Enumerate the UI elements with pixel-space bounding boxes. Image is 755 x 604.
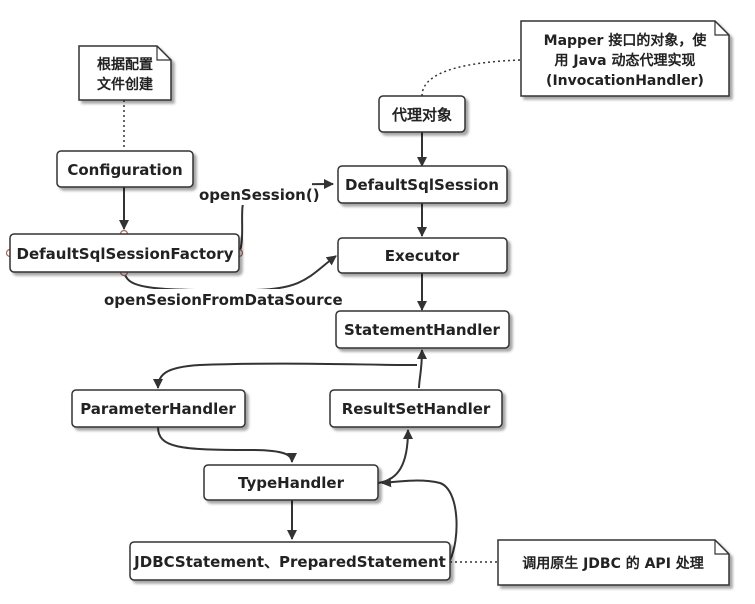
edge-parameter-to-type [157,426,297,463]
note-config-line-2: 文件创建 [97,76,153,93]
node-configuration[interactable]: Configuration [56,150,194,188]
open-session-label: openSession() [199,186,320,204]
node-type-handler[interactable]: TypeHandler [203,464,379,501]
note-jdbc-label: 调用原生 JDBC 的 API 处理 [522,555,704,572]
node-proxy-label: 代理对象 [391,106,452,124]
node-statement-label: StatementHandler [344,321,500,339]
open-from-ds-label: openSesionFromDataSource [104,291,343,309]
node-jdbc-statement[interactable]: JDBCStatement、PreparedStatement [129,541,451,581]
node-parameter-label: ParameterHandler [80,400,236,418]
note-proxy-line-2: 用 Java 动态代理实现 [555,52,696,69]
node-executor[interactable]: Executor [337,237,508,274]
node-configuration-label: Configuration [67,161,182,179]
note-proxy-line-1: Mapper 接口的对象，使 [544,32,708,49]
node-session-label: DefaultSqlSession [345,176,499,194]
node-factory-label: DefaultSqlSessionFactory [17,245,234,263]
node-resultset-label: ResultSetHandler [342,400,491,418]
note-config: 根据配置 文件创建 [78,45,172,101]
node-jdbc-label: JDBCStatement、PreparedStatement [133,553,446,571]
edge-type-to-resultset [377,429,413,484]
edge-jdbc-to-type [381,477,458,561]
open-from-ds-label-bg [102,289,334,311]
edge-proxy-note-to-proxy [421,59,521,97]
node-default-sql-session-factory[interactable]: DefaultSqlSessionFactory [9,233,240,273]
node-default-sql-session[interactable]: DefaultSqlSession [337,165,508,204]
note-proxy: Mapper 接口的对象，使 用 Java 动态代理实现 (Invocation… [520,20,730,97]
note-proxy-line-3: (InvocationHandler) [546,73,704,89]
node-type-label: TypeHandler [238,474,345,492]
node-executor-label: Executor [385,247,460,265]
edge-statement-to-parameter [153,362,418,389]
node-parameter-handler[interactable]: ParameterHandler [71,389,246,428]
node-resultset-handler[interactable]: ResultSetHandler [329,389,503,428]
open-session-label-bg [196,183,312,205]
note-jdbc: 调用原生 JDBC 的 API 处理 [497,539,730,586]
node-proxy-object[interactable]: 代理对象 [378,95,466,133]
note-config-line-1: 根据配置 [97,56,153,73]
edge-resultset-to-statement [416,349,427,389]
node-statement-handler[interactable]: StatementHandler [335,310,510,349]
